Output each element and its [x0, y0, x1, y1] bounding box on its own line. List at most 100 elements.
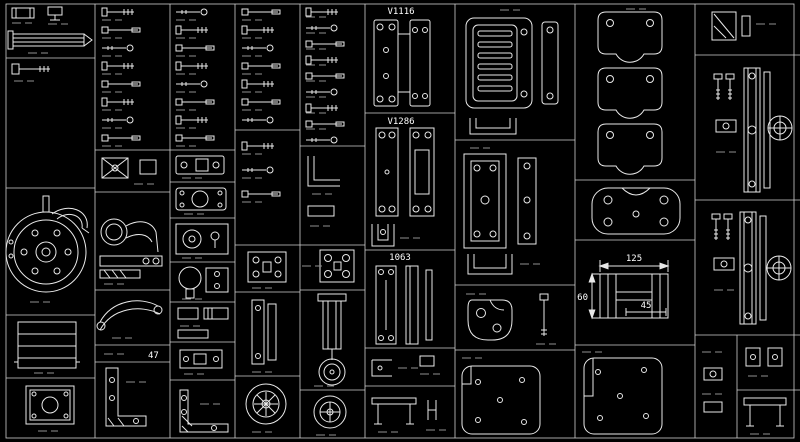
shield-plate[interactable]	[597, 11, 663, 63]
fastener-screw[interactable]	[241, 79, 275, 89]
block-angle-piece[interactable]	[307, 156, 340, 227]
fastener-screw[interactable]	[175, 25, 209, 35]
block-fastener-rows-c[interactable]	[175, 8, 215, 147]
block-hinge-plates-v1116[interactable]	[373, 19, 431, 107]
fastener-bolt[interactable]	[241, 190, 281, 198]
fastener-screw[interactable]	[241, 141, 275, 151]
fastener-bolt[interactable]	[241, 62, 281, 70]
fastener-pin[interactable]	[175, 80, 208, 88]
dim-label-45: 45	[641, 301, 652, 311]
dim-label-47: 47	[148, 351, 159, 361]
block-latch-keep[interactable]	[175, 155, 225, 179]
block-roller[interactable]	[313, 395, 347, 436]
block-four-hole-plate-d[interactable]	[247, 251, 287, 289]
fastener-pin[interactable]	[101, 44, 134, 52]
fastener-bolt[interactable]	[241, 98, 281, 106]
fastener-screw[interactable]	[101, 61, 135, 71]
fastener-screw[interactable]	[723, 213, 733, 241]
block-storage-box[interactable]	[14, 321, 80, 374]
block-inspection-box[interactable]	[25, 385, 75, 432]
fastener-screw[interactable]	[101, 7, 135, 17]
dim-label-125: 125	[626, 254, 642, 264]
fastener-pin[interactable]	[305, 24, 338, 32]
fastener-bolt[interactable]	[101, 134, 141, 142]
block-lock-case[interactable]	[175, 223, 229, 259]
fastener-pin[interactable]	[101, 116, 134, 124]
block-f-small-fitting[interactable]	[371, 355, 441, 377]
fastener-screw[interactable]	[175, 61, 209, 71]
block-fastener-rows-b[interactable]	[101, 7, 141, 147]
block-strike-plate-g[interactable]	[463, 153, 541, 275]
grid-lines	[5, 3, 800, 439]
block-label-v1116: V1116	[387, 7, 414, 17]
fastener-screw[interactable]	[305, 7, 339, 17]
fastener-bolt[interactable]	[175, 98, 215, 106]
fastener-pin[interactable]	[241, 166, 274, 174]
fastener-screw[interactable]	[725, 73, 735, 101]
block-hook-plate[interactable]	[467, 293, 557, 345]
block-clip-fittings[interactable]	[11, 6, 69, 25]
block-u-bracket-f[interactable]	[371, 224, 421, 247]
block-rod[interactable]	[7, 30, 93, 54]
fastener-screw[interactable]	[305, 55, 339, 65]
fastener-bolt[interactable]	[305, 120, 345, 128]
block-tee-fitting[interactable]	[711, 11, 777, 41]
fastener-screw[interactable]	[711, 213, 721, 241]
fastener-pin[interactable]	[241, 116, 274, 124]
block-fastener-rows-d[interactable]	[241, 8, 281, 203]
block-fastener-rows-e[interactable]	[305, 7, 345, 144]
block-cup-hinge[interactable]	[99, 218, 163, 285]
block-hinge-plates-v1286[interactable]	[375, 127, 435, 217]
block-mortise-lock-1[interactable]	[713, 67, 793, 193]
shield-plate[interactable]	[597, 123, 663, 175]
fastener-pin[interactable]	[305, 88, 338, 96]
dim-label-60: 60	[577, 293, 588, 303]
fastener-pin[interactable]	[241, 44, 274, 52]
block-shield-plates[interactable]	[597, 11, 663, 175]
block-vent-plate[interactable]	[465, 17, 559, 135]
fastener-pin[interactable]	[305, 136, 338, 144]
block-label-1063: 1063	[389, 253, 411, 263]
block-table-fitting[interactable]	[743, 397, 787, 435]
block-clamp[interactable]	[101, 157, 157, 185]
fastener-bolt[interactable]	[305, 72, 345, 80]
block-corner-bracket[interactable]	[179, 389, 229, 433]
fastener-pin[interactable]	[175, 8, 208, 16]
fastener-bolt[interactable]	[175, 44, 215, 52]
fastener-bolt[interactable]	[175, 134, 215, 142]
block-angle-bracket-b[interactable]	[105, 367, 147, 427]
block-small-plates[interactable]	[177, 307, 229, 339]
block-strike-plate[interactable]	[179, 349, 223, 375]
block-pin[interactable]	[11, 63, 50, 82]
sheet-border	[5, 3, 795, 439]
fastener-bolt[interactable]	[101, 26, 141, 34]
block-corner-plate-h[interactable]	[583, 357, 663, 435]
fastener-screw[interactable]	[713, 73, 723, 101]
block-bone-plate[interactable]	[591, 187, 681, 235]
fastener-screw[interactable]	[241, 25, 275, 35]
block-bench-fitting[interactable]	[371, 397, 447, 433]
block-hose-reel[interactable]	[5, 195, 90, 303]
fastener-bolt[interactable]	[101, 80, 141, 88]
fastener-screw[interactable]	[101, 97, 135, 107]
fastener-bolt[interactable]	[305, 40, 345, 48]
block-knob-wheel[interactable]	[245, 383, 287, 433]
block-lock-cylinder[interactable]	[178, 266, 229, 300]
block-latch[interactable]	[175, 187, 227, 215]
block-plates-1063[interactable]	[375, 265, 433, 345]
block-corner-plate-g[interactable]	[461, 365, 541, 435]
block-piston-caster[interactable]	[313, 293, 347, 387]
block-hinge-leaves[interactable]	[251, 299, 277, 373]
shield-plate[interactable]	[597, 67, 663, 119]
fastener-screw[interactable]	[305, 103, 339, 113]
block-stay-arm[interactable]	[96, 300, 163, 339]
block-i-bottom-left[interactable]	[701, 351, 723, 413]
block-mortise-lock-2[interactable]	[711, 211, 792, 325]
block-clip-pair[interactable]	[745, 347, 783, 377]
fastener-bolt[interactable]	[241, 8, 281, 16]
block-dimensioned-bracket[interactable]	[588, 260, 670, 320]
block-four-hole-plate-e[interactable]	[301, 249, 355, 283]
fastener-screw[interactable]	[175, 115, 209, 125]
